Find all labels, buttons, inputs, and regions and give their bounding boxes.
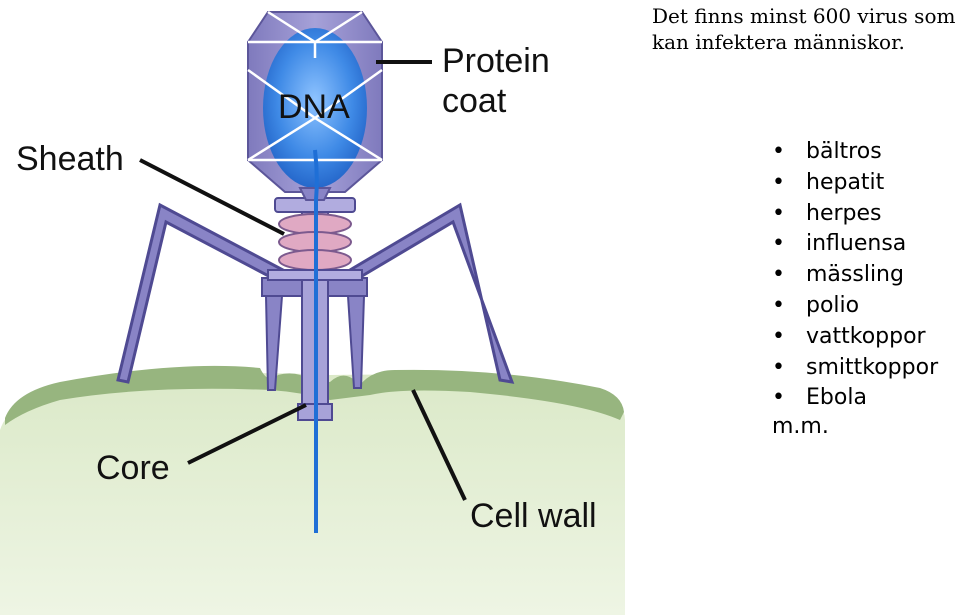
- bullet-icon: •: [772, 262, 785, 288]
- virus-name: vattkoppor: [806, 323, 926, 349]
- bullet-icon: •: [772, 385, 785, 411]
- protein-coat-label-line1: Protein: [442, 42, 550, 80]
- virus-name: smittkoppor: [806, 354, 939, 380]
- base-plate: [261, 277, 368, 391]
- cell-wall-pointer: [411, 389, 467, 501]
- bullet-icon: •: [772, 231, 785, 257]
- left-spike: [264, 295, 284, 391]
- list-item: • bältros: [772, 137, 938, 168]
- list-item: • hepatit: [772, 168, 938, 199]
- right-tail-fiber: [348, 202, 515, 384]
- cell-wall-label: Cell wall: [470, 497, 597, 535]
- list-item: • mässling: [772, 260, 938, 291]
- protein-coat-label-line2: coat: [442, 82, 507, 120]
- dna-label: DNA: [278, 88, 350, 126]
- cell-body: [0, 373, 625, 615]
- intro-text: Det finns minst 600 virus som kan infekt…: [652, 3, 958, 55]
- pointer-lines: [139, 60, 467, 501]
- sheath-pointer: [139, 158, 285, 236]
- bullet-icon: •: [772, 139, 785, 164]
- core-pointer: [187, 403, 307, 465]
- left-tail-fiber: [116, 202, 285, 384]
- virus-name: hepatit: [806, 169, 885, 195]
- capsid-facets: [247, 10, 383, 162]
- capsid-head: [247, 10, 383, 201]
- dna-strand: [313, 149, 319, 533]
- virus-name: bältros: [806, 139, 882, 164]
- right-spike: [346, 295, 366, 389]
- core-label: Core: [96, 449, 170, 487]
- list-suffix: m.m.: [772, 414, 829, 439]
- intro-line-1: Det finns minst 600 virus som: [652, 4, 956, 28]
- list-item: • vattkoppor: [772, 322, 938, 353]
- virus-name: herpes: [806, 200, 882, 226]
- bullet-icon: •: [772, 323, 785, 349]
- bullet-icon: •: [772, 354, 785, 380]
- virus-name: polio: [806, 292, 860, 318]
- list-item: • herpes: [772, 199, 938, 230]
- list-item: • smittkoppor: [772, 353, 938, 384]
- list-item: • Ebola: [772, 383, 938, 414]
- list-item: • influensa: [772, 229, 938, 260]
- bullet-icon: •: [772, 292, 785, 318]
- bullet-icon: •: [772, 169, 785, 195]
- dna-core: [263, 28, 367, 188]
- virus-name: mässling: [806, 262, 904, 288]
- virus-name: influensa: [806, 231, 907, 257]
- virus-name: Ebola: [806, 385, 867, 411]
- intro-line-2: kan infektera människor.: [652, 30, 905, 54]
- sheath-label: Sheath: [16, 140, 124, 178]
- list-item: • polio: [772, 291, 938, 322]
- bullet-icon: •: [772, 200, 785, 226]
- virus-list: • bältros • hepatit • herpes • influensa • mä…: [772, 137, 938, 414]
